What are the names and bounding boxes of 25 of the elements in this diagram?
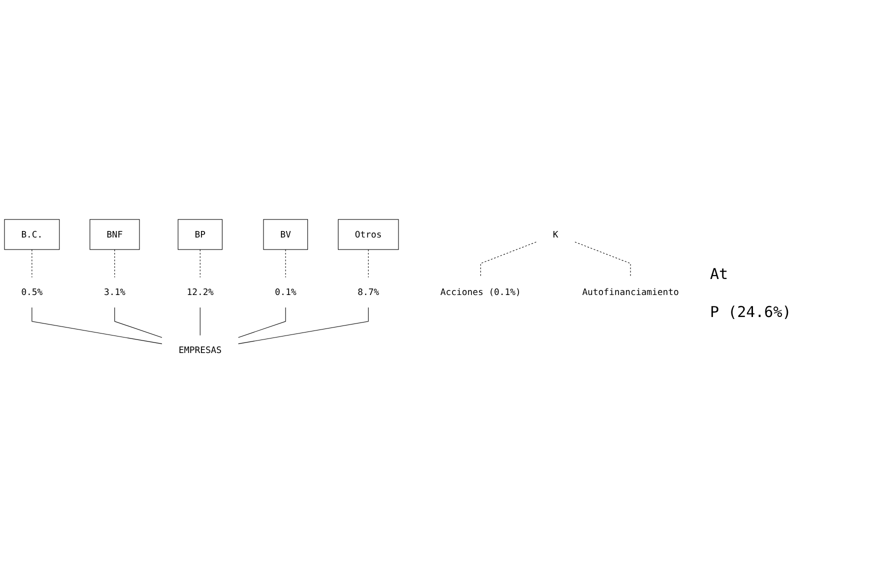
connector — [480, 242, 536, 278]
node-text: EMPRESAS — [178, 344, 222, 356]
node-box: Otros — [338, 219, 399, 250]
connector — [114, 307, 162, 338]
connector — [574, 242, 631, 278]
connector — [285, 249, 286, 278]
node-text: K — [552, 228, 558, 240]
node-box: BP — [178, 219, 222, 250]
node-text: Acciones (0.1%) — [440, 286, 521, 298]
node-text: 12.2% — [186, 286, 214, 298]
node-box: BNF — [90, 219, 140, 250]
node-text: 0.5% — [21, 286, 43, 298]
account-label: P (24.6%) — [710, 302, 792, 320]
node-text: 3.1% — [104, 286, 126, 298]
node-text: 8.7% — [358, 286, 380, 298]
connector — [114, 249, 115, 278]
node-text: Autofinanciamiento — [582, 286, 679, 298]
connector — [32, 307, 162, 344]
account-label: At — [710, 264, 730, 282]
connector — [368, 249, 369, 278]
node-box: B.C. — [4, 219, 60, 250]
node-text: 0.1% — [274, 286, 296, 298]
connector — [238, 307, 369, 344]
connector — [238, 307, 286, 338]
node-box: BV — [263, 219, 308, 250]
